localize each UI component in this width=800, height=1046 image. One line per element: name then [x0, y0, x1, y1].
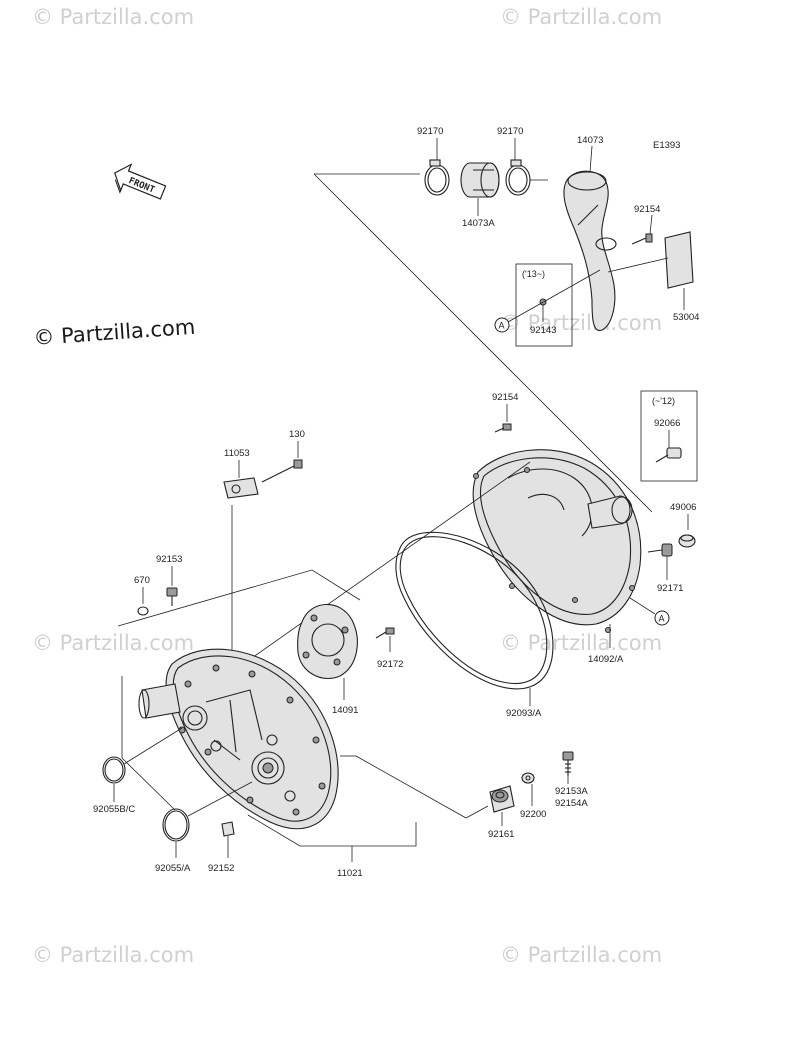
- washer-670: [137, 606, 149, 616]
- year-box-to12: [640, 390, 698, 482]
- watermark-bottom-left: © Partzilla.com: [32, 943, 194, 967]
- leader-line: [187, 781, 253, 817]
- diagram-code: E1393: [653, 140, 680, 151]
- leader-line: [465, 805, 489, 819]
- o-ring-92055a: [162, 808, 190, 842]
- screw-92172: [375, 627, 395, 639]
- watermark-top-left: © Partzilla.com: [32, 5, 194, 29]
- label-14092a: 14092/A: [588, 654, 624, 665]
- leader-line: [313, 173, 653, 513]
- label-92153: 92153: [156, 554, 182, 565]
- label-14073a: 14073A: [462, 218, 495, 229]
- bolt-92153: [166, 587, 178, 606]
- ref-marker-a-top-label: A: [499, 321, 505, 331]
- leader-line: [355, 755, 467, 819]
- label-92055bc: 92055B/C: [93, 804, 135, 815]
- watermark-mid-left: © Partzilla.com: [32, 631, 194, 655]
- watermark-main: © Partzilla.com: [33, 315, 196, 350]
- leader-line: [231, 461, 531, 673]
- year-note-to12: (~'12): [652, 396, 675, 406]
- label-92170-left: 92170: [417, 126, 443, 137]
- label-49006: 49006: [670, 502, 696, 513]
- plug-92152: [221, 821, 235, 837]
- watermark-top-right: © Partzilla.com: [500, 5, 662, 29]
- sleeve-14073a: [460, 162, 500, 198]
- label-92055a: 92055/A: [155, 863, 191, 874]
- o-ring-92055bc: [102, 756, 126, 784]
- label-92066: 92066: [654, 418, 680, 429]
- clamp-92170-left: [424, 159, 450, 196]
- label-92171: 92171: [657, 583, 683, 594]
- ref-marker-a-bottom: [654, 610, 670, 626]
- watermark-upper-right: © Partzilla.com: [500, 311, 662, 335]
- label-92154-top: 92154: [634, 204, 660, 215]
- screw-92154-mid: [494, 423, 512, 433]
- label-92161: 92161: [488, 829, 514, 840]
- label-670: 670: [134, 575, 150, 586]
- grommet-92161: [489, 785, 515, 813]
- plate-14091: [297, 603, 358, 680]
- outer-cover-14092a: [472, 449, 642, 633]
- label-14073: 14073: [577, 135, 603, 146]
- leader-line: [507, 269, 601, 323]
- label-14091: 14091: [332, 705, 358, 716]
- label-92200: 92200: [520, 809, 546, 820]
- label-92172: 92172: [377, 659, 403, 670]
- bolt-130: [261, 459, 303, 483]
- year-note-from13: ('13~): [522, 269, 545, 279]
- ref-marker-a-top: [494, 317, 510, 333]
- watermark-mid-right: © Partzilla.com: [500, 631, 662, 655]
- label-53004: 53004: [673, 312, 699, 323]
- leader-line: [589, 145, 593, 173]
- bolt-92066: [655, 447, 682, 463]
- label-92170-right: 92170: [497, 126, 523, 137]
- leader-line: [649, 214, 653, 235]
- bolt-92153a: [562, 751, 574, 776]
- ref-marker-a-bottom-label: A: [659, 614, 665, 624]
- watermarks: © Partzilla.com © Partzilla.com © Partzi…: [32, 5, 662, 967]
- clamp-92170-right: [505, 159, 531, 196]
- label-92093a: 92093/A: [506, 708, 542, 719]
- group-outline: [117, 569, 361, 627]
- washer-92200: [521, 772, 535, 784]
- watermark-bottom-right: © Partzilla.com: [500, 943, 662, 967]
- label-92143: 92143: [530, 325, 556, 336]
- label-92154a: 92154A: [555, 798, 588, 809]
- gasket-92093a: [395, 531, 554, 690]
- label-92152: 92152: [208, 863, 234, 874]
- year-box-from13: [515, 263, 573, 347]
- bracket-11053: [223, 477, 259, 499]
- label-92153a: 92153A: [555, 786, 588, 797]
- label-11021: 11021: [337, 868, 363, 879]
- cap-49006: [678, 534, 696, 548]
- screw-92154-top: [631, 233, 653, 245]
- leader-line: [629, 597, 656, 615]
- group-outline: [247, 814, 417, 847]
- leader-line: [123, 727, 183, 765]
- duct-14073: [563, 170, 617, 331]
- group-outline: [121, 676, 176, 811]
- leader-line: [607, 257, 669, 273]
- sticker-53004: [664, 231, 694, 289]
- inner-cover-11021: [138, 648, 339, 830]
- label-92154-mid: 92154: [492, 392, 518, 403]
- label-130: 130: [289, 429, 305, 440]
- bolt-92171: [647, 543, 673, 557]
- label-11053: 11053: [224, 448, 250, 459]
- front-arrow-icon: FRONT: [114, 163, 167, 200]
